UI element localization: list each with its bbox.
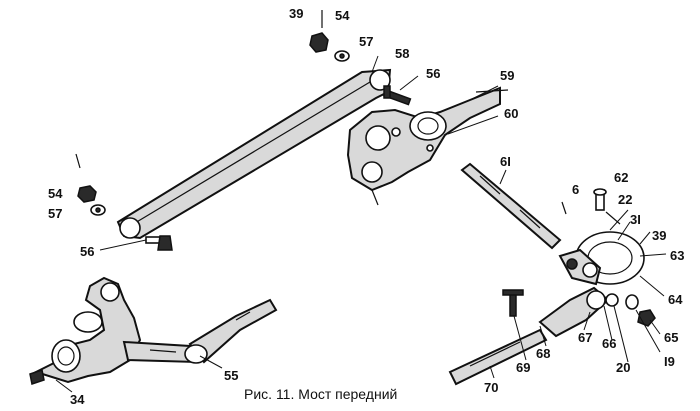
drag-link <box>448 328 548 386</box>
castle-nut-left <box>77 185 97 203</box>
callout-68: 68 <box>536 346 550 361</box>
washer-top <box>334 50 350 62</box>
castle-nut-top <box>309 32 329 53</box>
callout-62: 62 <box>614 170 628 185</box>
callout-63: 63 <box>670 248 684 263</box>
tie-rod-end-left <box>122 298 278 364</box>
steering-shaft <box>460 162 562 250</box>
callout-67: 67 <box>578 330 592 345</box>
callout-58: 58 <box>395 46 409 61</box>
callout-20: 20 <box>616 360 630 375</box>
callout-70: 70 <box>484 380 498 395</box>
cotter-pin-left <box>75 153 81 169</box>
ball-joint-housing <box>558 231 645 286</box>
pin-6 <box>561 201 567 215</box>
figure-caption: Рис. 11. Мост передний <box>244 386 397 402</box>
lower-link-assembly <box>502 286 656 338</box>
callout-19: I9 <box>664 354 675 369</box>
callout-22: 22 <box>618 192 632 207</box>
bolt-56-lower <box>145 235 173 251</box>
tie-rod <box>116 68 392 240</box>
callout-31: 3I <box>630 212 641 227</box>
callout-39-top: 39 <box>289 6 303 21</box>
callout-66: 66 <box>602 336 616 351</box>
bolt-56-upper <box>382 85 412 106</box>
callout-56-upper: 56 <box>426 66 440 81</box>
grease-fitting-62 <box>593 188 607 211</box>
callout-64: 64 <box>668 292 683 307</box>
callout-55: 55 <box>224 368 238 383</box>
callout-57-left: 57 <box>48 206 62 221</box>
callout-54-left: 54 <box>48 186 63 201</box>
callout-57-top: 57 <box>359 34 373 49</box>
callout-56-lower: 56 <box>80 244 94 259</box>
bushing-22 <box>605 211 621 225</box>
callout-60: 60 <box>504 106 518 121</box>
callout-61: 6I <box>500 154 511 169</box>
callout-34: 34 <box>70 392 85 407</box>
callout-54-top: 54 <box>335 8 350 23</box>
callout-59: 59 <box>500 68 514 83</box>
callout-69: 69 <box>516 360 530 375</box>
callout-65: 65 <box>664 330 678 345</box>
washer-left <box>90 204 106 216</box>
steering-knuckle-left <box>29 276 142 385</box>
steering-knuckle-right <box>346 86 509 206</box>
callout-labels: 39 54 57 58 56 59 60 54 57 56 6I 6 62 22… <box>48 6 684 407</box>
callout-6: 6 <box>572 182 579 197</box>
leader-lines <box>55 55 667 393</box>
callout-39-right: 39 <box>652 228 666 243</box>
